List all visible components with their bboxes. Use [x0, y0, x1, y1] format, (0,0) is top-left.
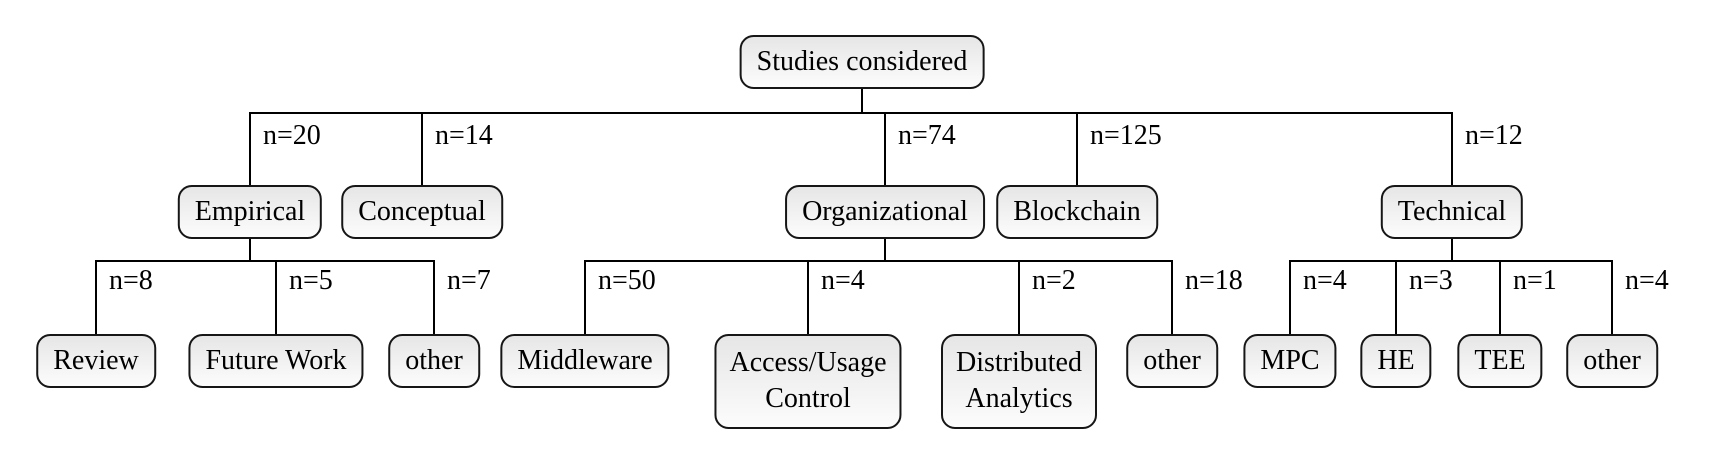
connector-drop-other-empirical: [433, 260, 435, 336]
edge-label-he: n=3: [1409, 265, 1453, 296]
connector-drop-access-usage-control: [807, 260, 809, 336]
edge-label-middleware: n=50: [598, 265, 656, 296]
node-he: HE: [1360, 334, 1432, 389]
node-other-technical: other: [1566, 334, 1658, 389]
edge-label-future-work: n=5: [289, 265, 333, 296]
connector-drop-blockchain: [1076, 112, 1078, 188]
node-conceptual: Conceptual: [341, 185, 503, 240]
connector-stem-organizational: [884, 239, 886, 262]
node-middleware: Middleware: [500, 334, 670, 389]
connector-organizational-rail: [584, 260, 1173, 262]
node-other-empirical: other: [388, 334, 480, 389]
edge-label-tee: n=1: [1513, 265, 1557, 296]
node-other-organizational: other: [1126, 334, 1218, 389]
connector-drop-future-work: [275, 260, 277, 336]
connector-drop-conceptual: [421, 112, 423, 188]
node-tee: TEE: [1457, 334, 1543, 389]
node-blockchain: Blockchain: [996, 185, 1158, 240]
connector-drop-technical: [1451, 112, 1453, 188]
edge-label-review: n=8: [109, 265, 153, 296]
connector-drop-distributed-analytics: [1018, 260, 1020, 336]
edge-label-other-technical: n=4: [1625, 265, 1669, 296]
connector-drop-mpc: [1289, 260, 1291, 336]
edge-label-technical: n=12: [1465, 120, 1523, 151]
edge-label-empirical: n=20: [263, 120, 321, 151]
connector-drop-empirical: [249, 112, 251, 188]
node-future-work: Future Work: [188, 334, 364, 389]
edge-label-blockchain: n=125: [1090, 120, 1162, 151]
node-mpc: MPC: [1243, 334, 1337, 389]
edge-label-distributed-analytics: n=2: [1032, 265, 1076, 296]
node-technical: Technical: [1380, 185, 1524, 240]
edge-label-conceptual: n=14: [435, 120, 493, 151]
connector-stem-technical: [1451, 239, 1453, 262]
node-studies-considered: Studies considered: [739, 35, 985, 90]
edge-label-other-organizational: n=18: [1185, 265, 1243, 296]
connector-root-stem: [861, 84, 863, 114]
connector-drop-other-technical: [1611, 260, 1613, 336]
edge-label-organizational: n=74: [898, 120, 956, 151]
connector-empirical-rail: [95, 260, 435, 262]
node-organizational: Organizational: [785, 185, 985, 240]
connector-drop-middleware: [584, 260, 586, 336]
connector-technical-rail: [1289, 260, 1613, 262]
node-access-usage-control: Access/Usage Control: [714, 334, 902, 429]
connector-drop-he: [1395, 260, 1397, 336]
node-empirical: Empirical: [177, 185, 323, 240]
node-distributed-analytics: Distributed Analytics: [941, 334, 1097, 429]
edge-label-other-empirical: n=7: [447, 265, 491, 296]
edge-label-mpc: n=4: [1303, 265, 1347, 296]
connector-drop-organizational: [884, 112, 886, 188]
edge-label-access-usage-control: n=4: [821, 265, 865, 296]
connector-drop-review: [95, 260, 97, 336]
connector-stem-empirical: [249, 239, 251, 262]
node-review: Review: [36, 334, 156, 389]
connector-drop-other-organizational: [1171, 260, 1173, 336]
connector-drop-tee: [1499, 260, 1501, 336]
connector-level1-rail: [249, 112, 1453, 114]
